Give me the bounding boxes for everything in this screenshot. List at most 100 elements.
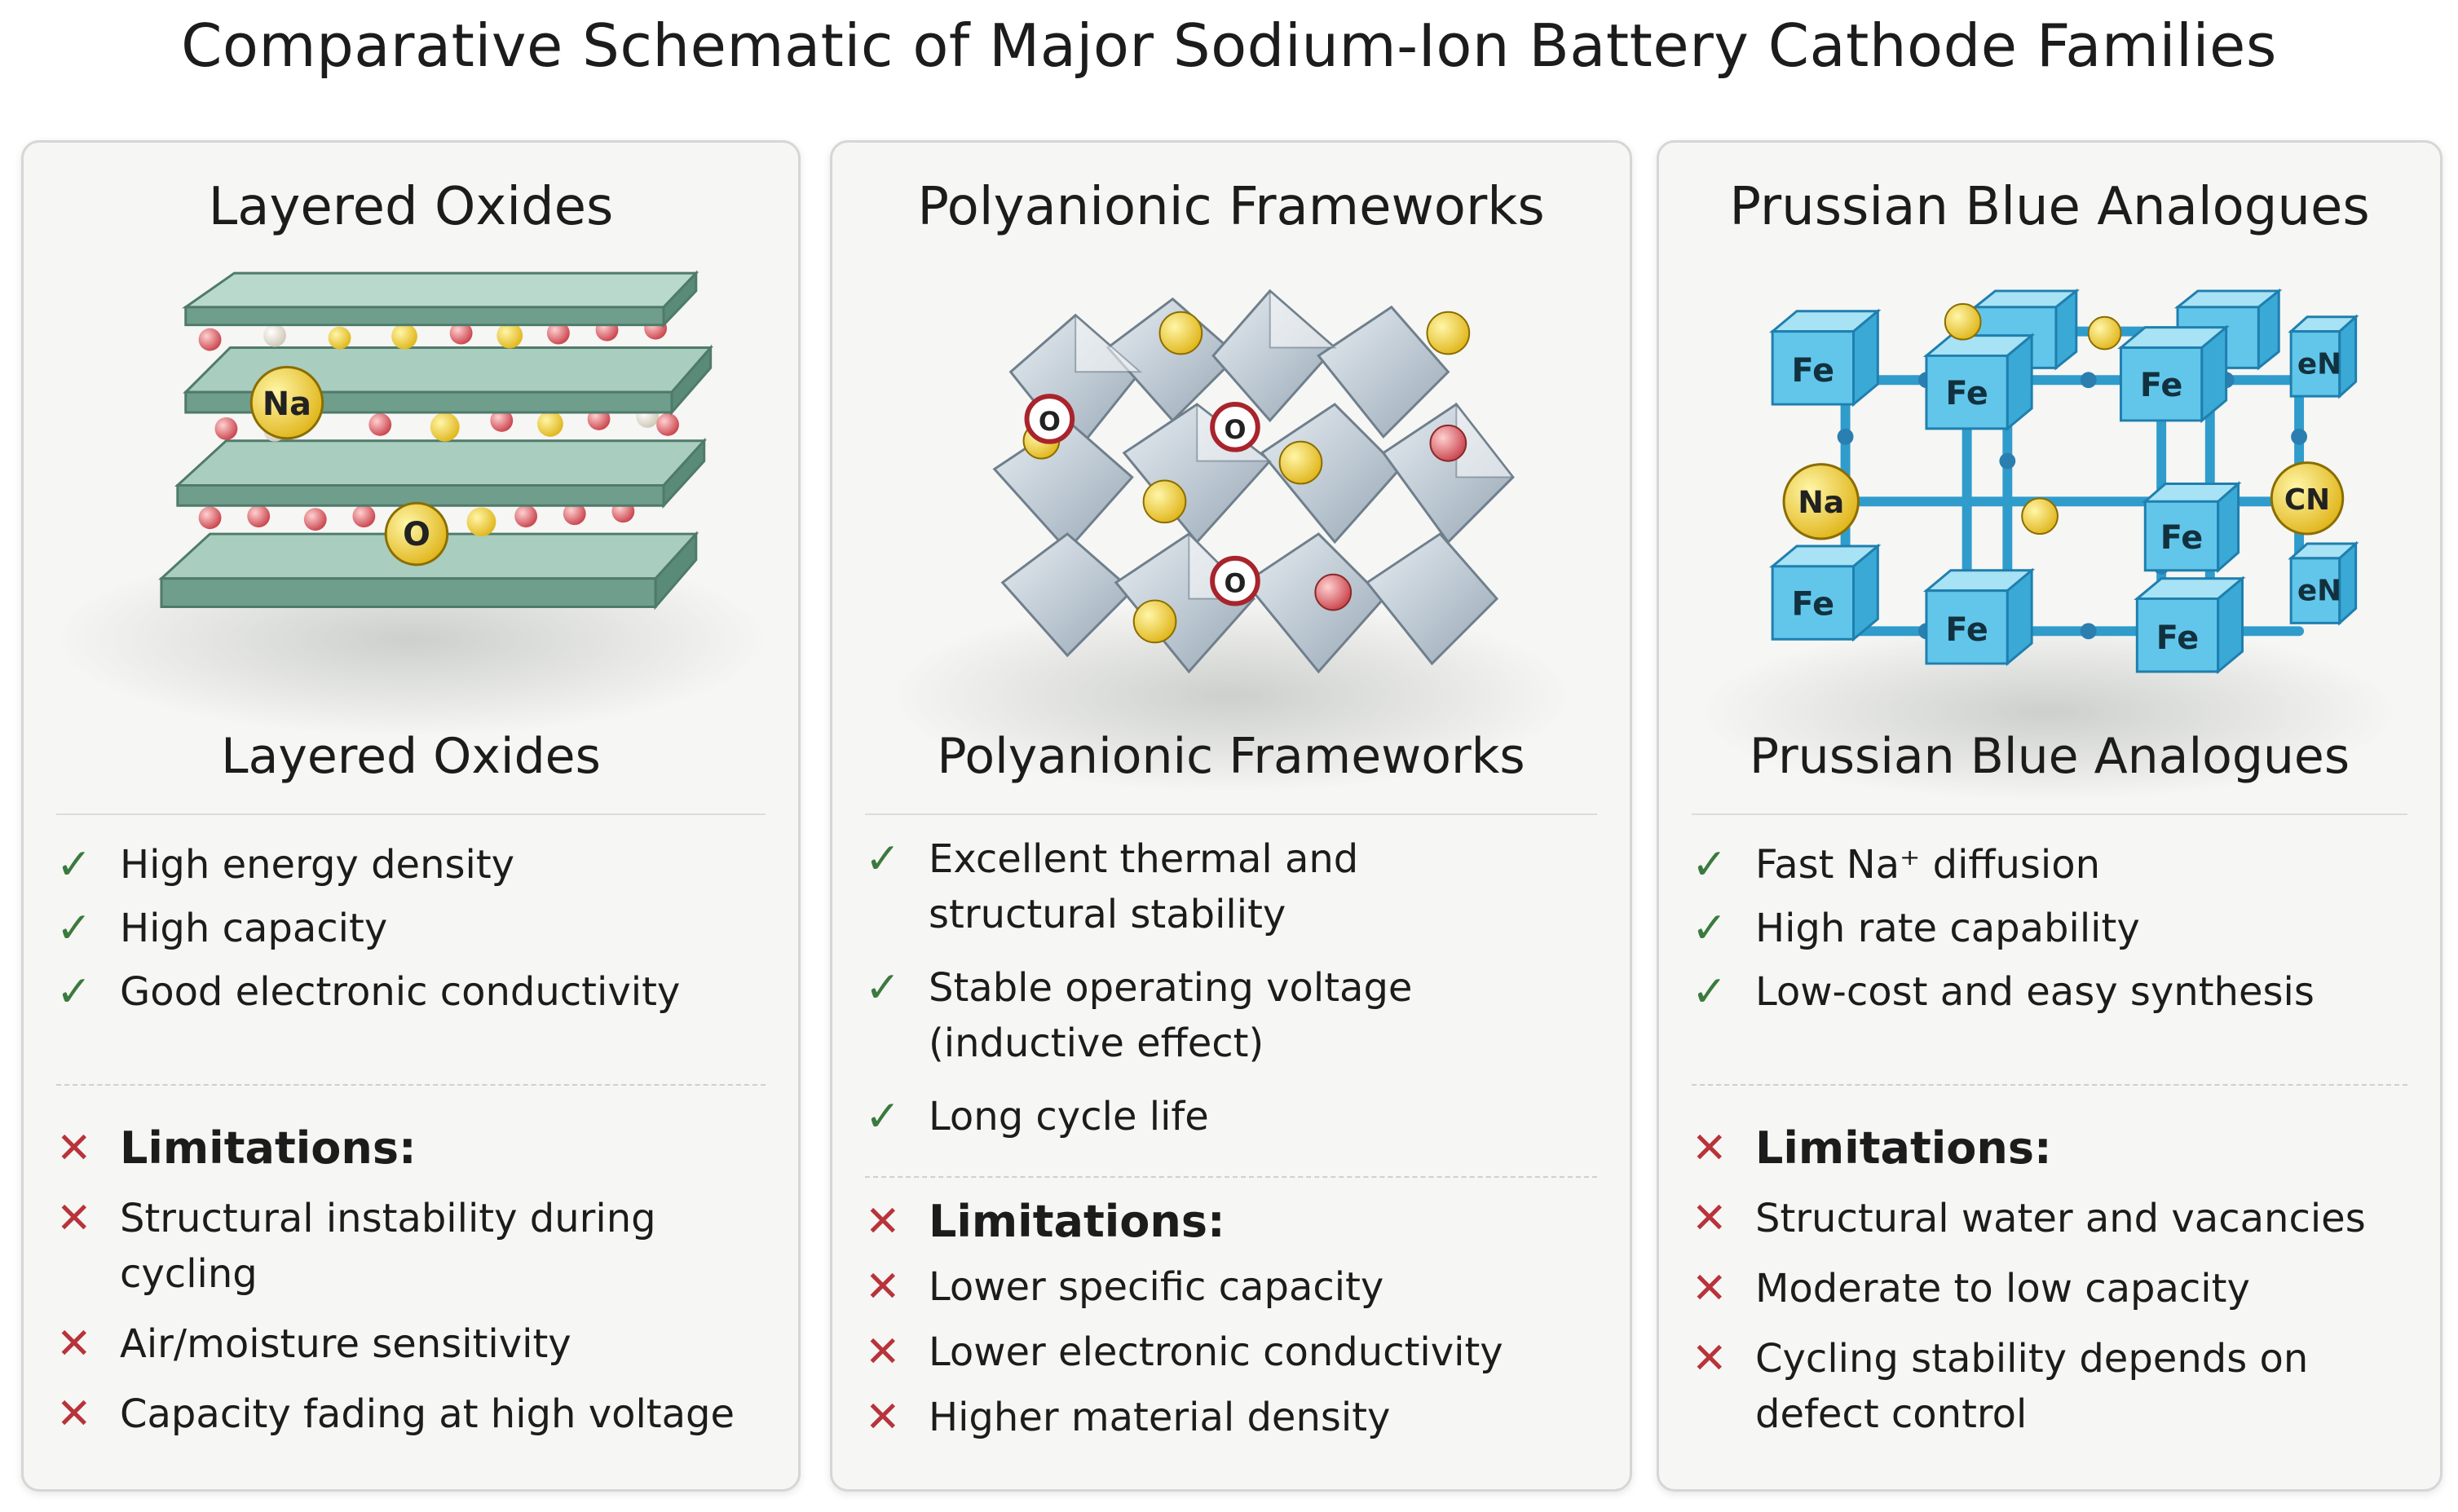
svg-text:Fe: Fe (1945, 611, 1988, 649)
cube-bottom-mid (1922, 567, 2036, 667)
small-sodium-ions (1944, 302, 2122, 536)
layered-oxide-illustration: Na O (24, 257, 798, 827)
panel-polyanionic-frameworks: Polyanionic Frameworks (830, 140, 1632, 1492)
cross-icon: ✕ (865, 1263, 901, 1311)
svg-text:O: O (1224, 569, 1246, 599)
panel-subtitle: Layered Oxides (221, 728, 601, 785)
polyanionic-illustration: O O O (832, 257, 1630, 827)
oxygen-site-1: O (1024, 394, 1075, 444)
list-item: ✓Long cycle life (865, 1089, 1613, 1144)
oxygen-site-2: O (1210, 402, 1260, 452)
cross-icon: ✕ (56, 1390, 92, 1439)
cross-icon: ✕ (865, 1393, 901, 1442)
svg-text:O: O (1224, 415, 1246, 445)
sodium-ion-label: Na (249, 365, 324, 440)
cube-top-mid (1922, 333, 2036, 432)
limitations-heading: ✕Limitations: (865, 1194, 1613, 1250)
cross-icon: ✕ (1692, 1124, 1728, 1173)
check-icon: ✓ (56, 904, 92, 953)
layered-oxide-structure: Na O (54, 270, 768, 737)
divider (865, 1176, 1597, 1178)
cube-bottom-left (1769, 543, 1882, 642)
advantages-list: ✓High energy density ✓High capacity ✓Goo… (56, 837, 782, 1020)
panel-layered-oxides: Layered Oxides (21, 140, 801, 1492)
sodium-ions (1022, 311, 1471, 644)
list-item: ✓High capacity (56, 901, 782, 956)
limitations-list: ✕Limitations: ✕Structural instability du… (56, 1121, 782, 1442)
divider (1692, 1084, 2407, 1086)
ion-row-2 (214, 405, 679, 442)
list-item: ✕Structural water and vacancies (1692, 1191, 2424, 1246)
cross-icon: ✕ (1692, 1264, 1728, 1313)
list-item: ✓Fast Na⁺ diffusion (1692, 837, 2424, 893)
list-item: ✕Moderate to low capacity (1692, 1261, 2424, 1316)
cyanide-label: CN (2270, 461, 2345, 536)
svg-text:Fe: Fe (2156, 619, 2200, 657)
list-item: ✕Lower electronic conductivity (865, 1325, 1613, 1380)
cross-icon: ✕ (56, 1320, 92, 1369)
divider (56, 813, 766, 815)
cross-icon: ✕ (1692, 1194, 1728, 1243)
list-item: ✕Lower specific capacity (865, 1259, 1613, 1315)
list-item: ✓High energy density (56, 837, 782, 893)
cross-icon: ✕ (865, 1197, 901, 1246)
prussian-blue-structure: Fe Fe Fe eN Fe Fe Fe Fe eN Na CN (1699, 288, 2397, 802)
check-icon: ✓ (865, 963, 901, 1012)
svg-text:O: O (1039, 407, 1061, 437)
divider (56, 1084, 766, 1086)
cube-bottom-right (2134, 575, 2246, 675)
svg-text:Fe: Fe (2140, 367, 2183, 404)
svg-text:eN: eN (2297, 347, 2341, 381)
cross-icon: ✕ (56, 1194, 92, 1243)
list-item: ✕Air/moisture sensitivity (56, 1316, 782, 1372)
oxygen-ion-label: O (384, 501, 449, 566)
cube-far-right-bottom (2288, 540, 2359, 626)
panel-prussian-blue-analogues: Prussian Blue Analogues (1657, 140, 2443, 1492)
check-icon: ✓ (56, 968, 92, 1016)
fe-cubes (1769, 288, 2359, 675)
svg-text:Na: Na (1798, 484, 1844, 520)
check-icon: ✓ (1692, 904, 1728, 953)
list-item: ✕Capacity fading at high voltage (56, 1386, 782, 1442)
sodium-ion-label: Na (1782, 463, 1860, 540)
check-icon: ✓ (56, 840, 92, 889)
check-icon: ✓ (865, 835, 901, 884)
check-icon: ✓ (1692, 968, 1728, 1016)
cross-icon: ✕ (865, 1328, 901, 1377)
svg-text:O: O (403, 516, 430, 553)
svg-text:Fe: Fe (2160, 519, 2204, 557)
list-item: ✓Low-cost and easy synthesis (1692, 964, 2424, 1020)
cube-back-mid (1971, 288, 2081, 371)
ion-row-3 (198, 500, 635, 537)
cross-icon: ✕ (56, 1124, 92, 1173)
limitations-list: ✕Limitations: ✕Structural water and vaca… (1692, 1121, 2424, 1442)
svg-text:Fe: Fe (1792, 352, 1835, 390)
prussian-blue-illustration: Fe Fe Fe eN Fe Fe Fe Fe eN Na CN (1659, 257, 2440, 827)
limitations-heading: ✕Limitations: (56, 1121, 782, 1176)
cube-top-left (1769, 308, 1882, 408)
oxygen-site-3: O (1210, 555, 1260, 606)
cross-icon: ✕ (1692, 1334, 1728, 1383)
oxide-slab-3 (174, 437, 708, 509)
svg-text:Fe: Fe (1945, 375, 1988, 412)
list-item: ✕Higher material density (865, 1390, 1613, 1445)
oxide-slab-1 (182, 270, 699, 328)
svg-text:CN: CN (2284, 483, 2330, 517)
check-icon: ✓ (865, 1092, 901, 1141)
divider (1692, 813, 2407, 815)
panel-header: Polyanionic Frameworks (917, 177, 1545, 237)
cube-center (2142, 481, 2242, 574)
limitations-heading: ✕Limitations: (1692, 1121, 2424, 1176)
svg-text:Na: Na (263, 386, 311, 423)
polyanionic-structure: O O O (890, 289, 1572, 794)
panel-subtitle: Polyanionic Frameworks (937, 728, 1525, 785)
list-item: ✓Excellent thermal and structural stabil… (865, 831, 1613, 942)
svg-text:eN: eN (2297, 575, 2341, 608)
panel-header: Layered Oxides (208, 177, 614, 237)
svg-text:Fe: Fe (1792, 585, 1835, 623)
cube-far-right (2288, 314, 2359, 399)
panel-header: Prussian Blue Analogues (1729, 177, 2370, 237)
page-title: Comparative Schematic of Major Sodium-Io… (181, 11, 2277, 80)
check-icon: ✓ (1692, 840, 1728, 889)
list-item: ✕Structural instability during cycling (56, 1191, 782, 1302)
